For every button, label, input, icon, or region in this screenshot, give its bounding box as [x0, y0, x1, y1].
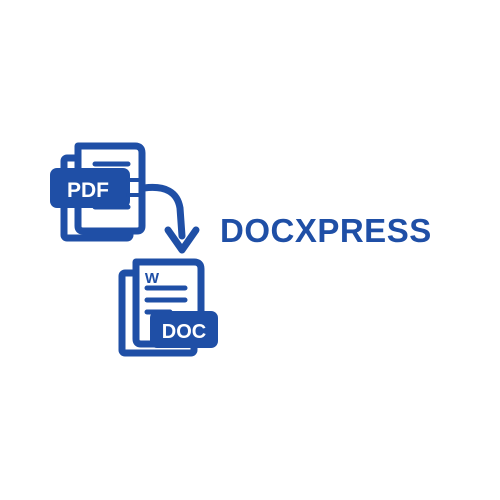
brand-name: DOCXPRESS: [220, 212, 432, 249]
doc-document-icon: W DOC: [118, 258, 218, 357]
word-mark: W: [145, 270, 160, 287]
conversion-arrow-icon: [140, 183, 200, 254]
pdf-badge-label: PDF: [67, 179, 109, 202]
doc-badge-label: DOC: [162, 321, 206, 343]
pdf-document-icon: PDF: [50, 142, 146, 242]
